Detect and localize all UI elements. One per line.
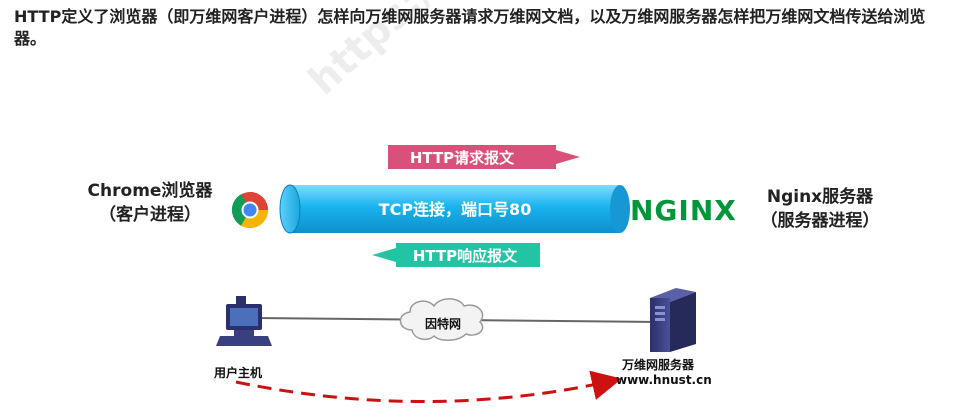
server-domain: www.hnust.cn bbox=[616, 373, 712, 387]
internet-cloud: 因特网 bbox=[399, 298, 484, 341]
server-role: （服务器进程） bbox=[760, 211, 880, 231]
request-path-arrow bbox=[235, 370, 622, 403]
tcp-connection-tube: TCP连接，端口号80 bbox=[279, 184, 630, 234]
tcp-label: TCP连接，端口号80 bbox=[379, 200, 532, 219]
page-heading: HTTP定义了浏览器（即万维网客户进程）怎样向万维网服务器请求万维网文档，以及万… bbox=[14, 7, 926, 48]
http-request-arrow: HTTP请求报文 bbox=[388, 145, 580, 169]
server-label: 万维网服务器 bbox=[622, 358, 695, 372]
http-response-label: HTTP响应报文 bbox=[413, 247, 518, 265]
chrome-icon bbox=[231, 192, 268, 229]
client-name: Chrome浏览器 bbox=[87, 181, 213, 201]
server-tower-icon bbox=[650, 288, 696, 352]
http-response-arrow: HTTP响应报文 bbox=[372, 243, 540, 267]
client-role: （客户进程） bbox=[99, 205, 201, 225]
server-name: Nginx服务器 bbox=[766, 187, 874, 207]
user-computer-icon bbox=[216, 296, 272, 346]
http-request-label: HTTP请求报文 bbox=[410, 149, 515, 167]
host-label: 用户主机 bbox=[214, 366, 263, 380]
cloud-label: 因特网 bbox=[425, 316, 461, 331]
nginx-logo: NGINX bbox=[630, 194, 737, 227]
